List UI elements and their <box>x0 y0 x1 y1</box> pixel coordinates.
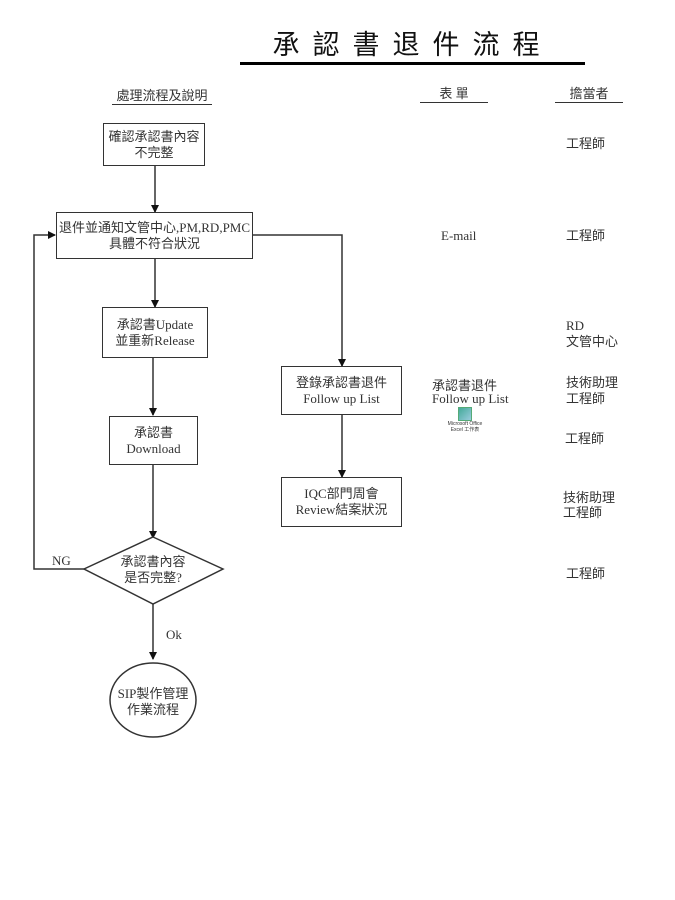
owner-review-2: 工程師 <box>563 505 603 520</box>
form-email: E-mail <box>441 228 477 243</box>
decision-line2: 是否完整? <box>124 570 182 585</box>
excel-attachment[interactable]: Microsoft Office Excel 工作表 <box>445 407 485 433</box>
end-label: SIP製作管理 作業流程 <box>108 686 198 718</box>
column-header-form: 表 單 <box>420 86 488 103</box>
step-confirm-line2: 不完整 <box>134 144 174 160</box>
owner-register-1: 技術助理 <box>566 375 619 390</box>
decision-diamond <box>82 536 225 605</box>
step-confirm-line1: 確認承認書內容 <box>108 128 200 144</box>
page-title: 承認書退件流程 <box>240 28 585 65</box>
form-followup-line2: Follow up List <box>432 391 509 406</box>
owner-decision: 工程師 <box>566 566 606 581</box>
step-confirm-box: 確認承認書內容不完整 <box>103 123 205 166</box>
column-header-owner: 擔當者 <box>555 86 623 103</box>
step-update-line1: 承認書Update <box>116 316 194 332</box>
excel-caption-2: Excel 工作表 <box>450 427 480 433</box>
end-line2: 作業流程 <box>126 702 179 717</box>
step-download-line1: 承認書 <box>133 424 173 440</box>
step-review-line1: IQC部門周會 <box>304 486 379 501</box>
edge-label-ok: Ok <box>166 627 182 642</box>
decision-line1: 承認書內容 <box>120 554 186 569</box>
edge-label-ng: NG <box>52 553 71 568</box>
step-notify-line2: 具體不符合狀況 <box>108 235 200 251</box>
owner-download: 工程師 <box>565 431 605 446</box>
form-followup-line1: 承認書退件 <box>432 378 498 393</box>
owner-review-1: 技術助理 <box>563 490 616 505</box>
column-header-process: 處理流程及說明 <box>112 88 212 105</box>
step-download-line2: Download <box>126 440 181 456</box>
excel-caption-1: Microsoft Office <box>447 421 483 427</box>
excel-icon <box>458 407 472 421</box>
edge-notify-register <box>252 234 346 367</box>
end-line1: SIP製作管理 <box>117 686 189 701</box>
owner-update-2: 文管中心 <box>566 334 619 349</box>
step-notify-line1: 退件並通知文管中心,PM,RD,PMC <box>58 219 251 235</box>
owner-notify: 工程師 <box>566 228 606 243</box>
step-update-line2: 並重新Release <box>115 332 195 348</box>
owner-update-1: RD <box>566 318 585 333</box>
step-register-line2: Follow up List <box>303 390 380 406</box>
owner-confirm: 工程師 <box>566 136 606 151</box>
step-review-line2: Review結案狀況 <box>295 502 388 517</box>
end-terminator <box>109 662 197 738</box>
step-register-line1: 登錄承認書退件 <box>295 374 387 390</box>
owner-register-2: 工程師 <box>566 391 606 406</box>
decision-label: 承認書內容 是否完整? <box>103 554 203 586</box>
edge-decision-ng-loop <box>33 231 86 570</box>
